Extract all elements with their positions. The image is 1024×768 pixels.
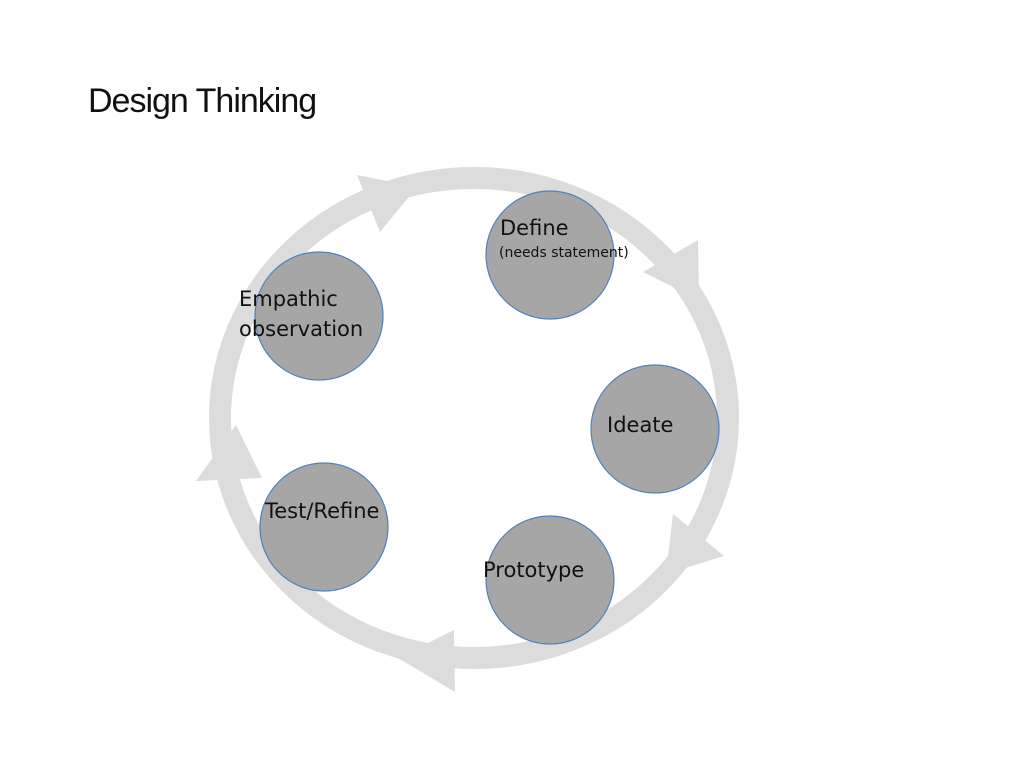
- node-circle-prototype: [485, 515, 615, 645]
- cycle-ring: [209, 167, 739, 669]
- node-sublabel-define: (needs statement): [499, 245, 629, 261]
- node-label-test: Test/Refine: [265, 496, 379, 526]
- arrowhead-bottom: [398, 630, 455, 692]
- node-label-line: Define: [500, 216, 569, 240]
- node-label-define: Define: [500, 213, 569, 243]
- node-circle-test: [259, 462, 389, 592]
- slide-title: Design Thinking: [88, 82, 317, 120]
- node-label-line: Prototype: [483, 558, 585, 582]
- arrowhead-top: [357, 175, 417, 232]
- node-label-line: Ideate: [607, 413, 674, 437]
- node-label-line: observation: [239, 317, 364, 341]
- node-label-line: Test/Refine: [265, 499, 380, 523]
- node-label-ideate: Ideate: [607, 410, 673, 440]
- node-label-empathic: Empathic observation: [239, 284, 363, 344]
- arrowhead-right-lower: [666, 514, 724, 574]
- arrowhead-right-upper: [643, 240, 699, 300]
- node-circle-ideate: [590, 364, 720, 494]
- node-label-line: Empathic: [239, 287, 338, 311]
- node-circle-define: [485, 190, 615, 320]
- node-circle-empathic: [254, 251, 384, 381]
- node-label-prototype: Prototype: [483, 555, 584, 585]
- arrowhead-left: [196, 425, 262, 481]
